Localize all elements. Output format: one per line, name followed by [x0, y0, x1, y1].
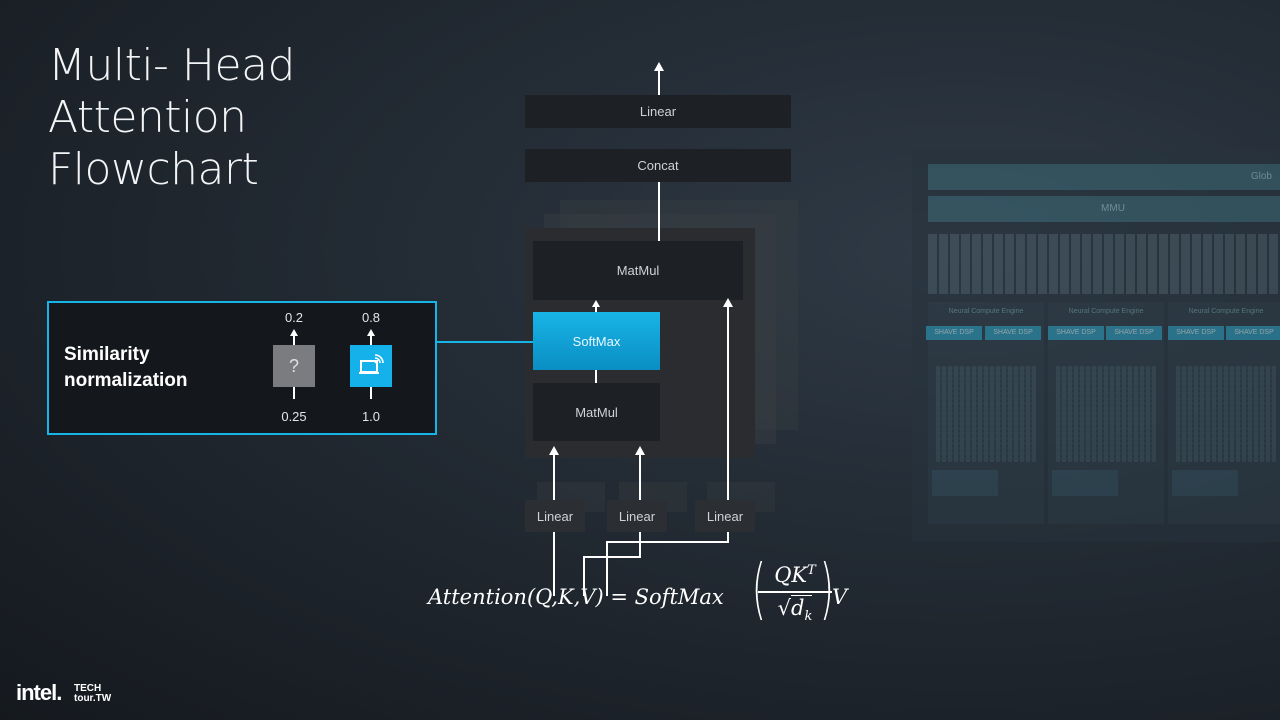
k-input-drop — [583, 556, 585, 596]
right-output-value: 0.8 — [361, 310, 381, 325]
title-line-3: Flowchart — [48, 144, 259, 195]
k-input-line — [639, 532, 641, 558]
question-mark-icon: ? — [288, 355, 299, 376]
right-input-value: 1.0 — [361, 409, 381, 424]
chip-mmu-bar: MMU — [928, 196, 1280, 222]
left-out-arrow-head — [290, 329, 298, 336]
formula-numerator: QKT — [774, 563, 816, 587]
q-input-line — [553, 532, 555, 596]
formula-close-paren: ) — [819, 550, 834, 627]
chip-dsp: SHAVE DSP — [1226, 326, 1280, 340]
concat-to-matmul-line — [658, 182, 660, 241]
callout-connector — [437, 341, 533, 343]
v-arrow-line — [727, 306, 729, 500]
k-arrow-head — [635, 446, 645, 455]
right-out-arrow-head — [367, 329, 375, 336]
output-arrow-head — [654, 62, 664, 71]
title-line-2: Attention — [48, 92, 247, 143]
chip-mac-array — [1056, 366, 1156, 462]
softmax-to-matmul-line — [595, 306, 597, 312]
concat-box: Concat — [525, 149, 791, 182]
matmul-bottom-box: MatMul — [533, 383, 660, 441]
chip-glob-bar: Glob — [928, 164, 1280, 190]
v-arrow-head — [723, 298, 733, 307]
chip-block-diagram: Glob MMU Neural Compute Engine Neural Co… — [912, 150, 1280, 542]
chip-dsp: SHAVE DSP — [985, 326, 1041, 340]
q-arrow-head — [549, 446, 559, 455]
chip-dsp: SHAVE DSP — [926, 326, 982, 340]
matmul-top-box: MatMul — [533, 241, 743, 300]
chip-mac-array — [936, 366, 1036, 462]
linear-output-box: Linear — [525, 95, 791, 128]
formula-tail: V — [832, 585, 848, 609]
k-input-elbow — [583, 556, 641, 558]
softmax-box: SoftMax — [533, 312, 660, 370]
left-in-line — [293, 387, 295, 399]
linear-input-v: Linear — [695, 500, 755, 532]
softmax-to-matmul-head — [592, 300, 600, 307]
left-out-arrow — [293, 333, 295, 345]
page-title: Multi- Head Attention Flowchart — [48, 40, 295, 196]
chip-mac-array — [1176, 366, 1276, 462]
formula-open-paren: ( — [751, 550, 766, 627]
v-input-line — [727, 532, 729, 543]
tech-tour-logo: TECH tour.TW — [74, 683, 112, 704]
laptop-wireless-icon — [359, 354, 384, 374]
v-input-drop — [606, 541, 608, 596]
output-arrow-line — [658, 70, 660, 95]
intel-logo: intel. — [16, 680, 62, 705]
v-input-elbow — [606, 541, 729, 543]
formula-denominator: √dk — [758, 591, 832, 624]
right-in-line — [370, 387, 372, 399]
q-arrow-line — [553, 454, 555, 500]
chip-activation-block — [1172, 470, 1238, 496]
chip-scratchpad-row-2 — [928, 260, 1280, 294]
title-line-1: Multi- Head — [48, 40, 295, 91]
linear-input-k: Linear — [607, 500, 667, 532]
formula-fraction: QKT √dk — [758, 563, 832, 624]
chip-activation-block — [932, 470, 998, 496]
chip-activation-block — [1052, 470, 1118, 496]
chip-dsp: SHAVE DSP — [1048, 326, 1104, 340]
matmul-to-softmax-line — [595, 370, 597, 383]
chip-dsp: SHAVE DSP — [1168, 326, 1224, 340]
sqrt-icon: √ — [777, 596, 792, 620]
formula-lhs: Attention(Q,K,V) = SoftMax — [428, 585, 724, 609]
left-input-value: 0.25 — [281, 409, 307, 424]
k-arrow-line — [639, 454, 641, 500]
left-output-value: 0.2 — [284, 310, 304, 325]
chip-dsp: SHAVE DSP — [1106, 326, 1162, 340]
linear-input-q: Linear — [525, 500, 585, 532]
right-out-arrow — [370, 333, 372, 345]
unknown-item-box: ? — [273, 345, 315, 387]
laptop-wireless-box — [350, 345, 392, 387]
similarity-label: Similarity normalization — [64, 344, 188, 391]
